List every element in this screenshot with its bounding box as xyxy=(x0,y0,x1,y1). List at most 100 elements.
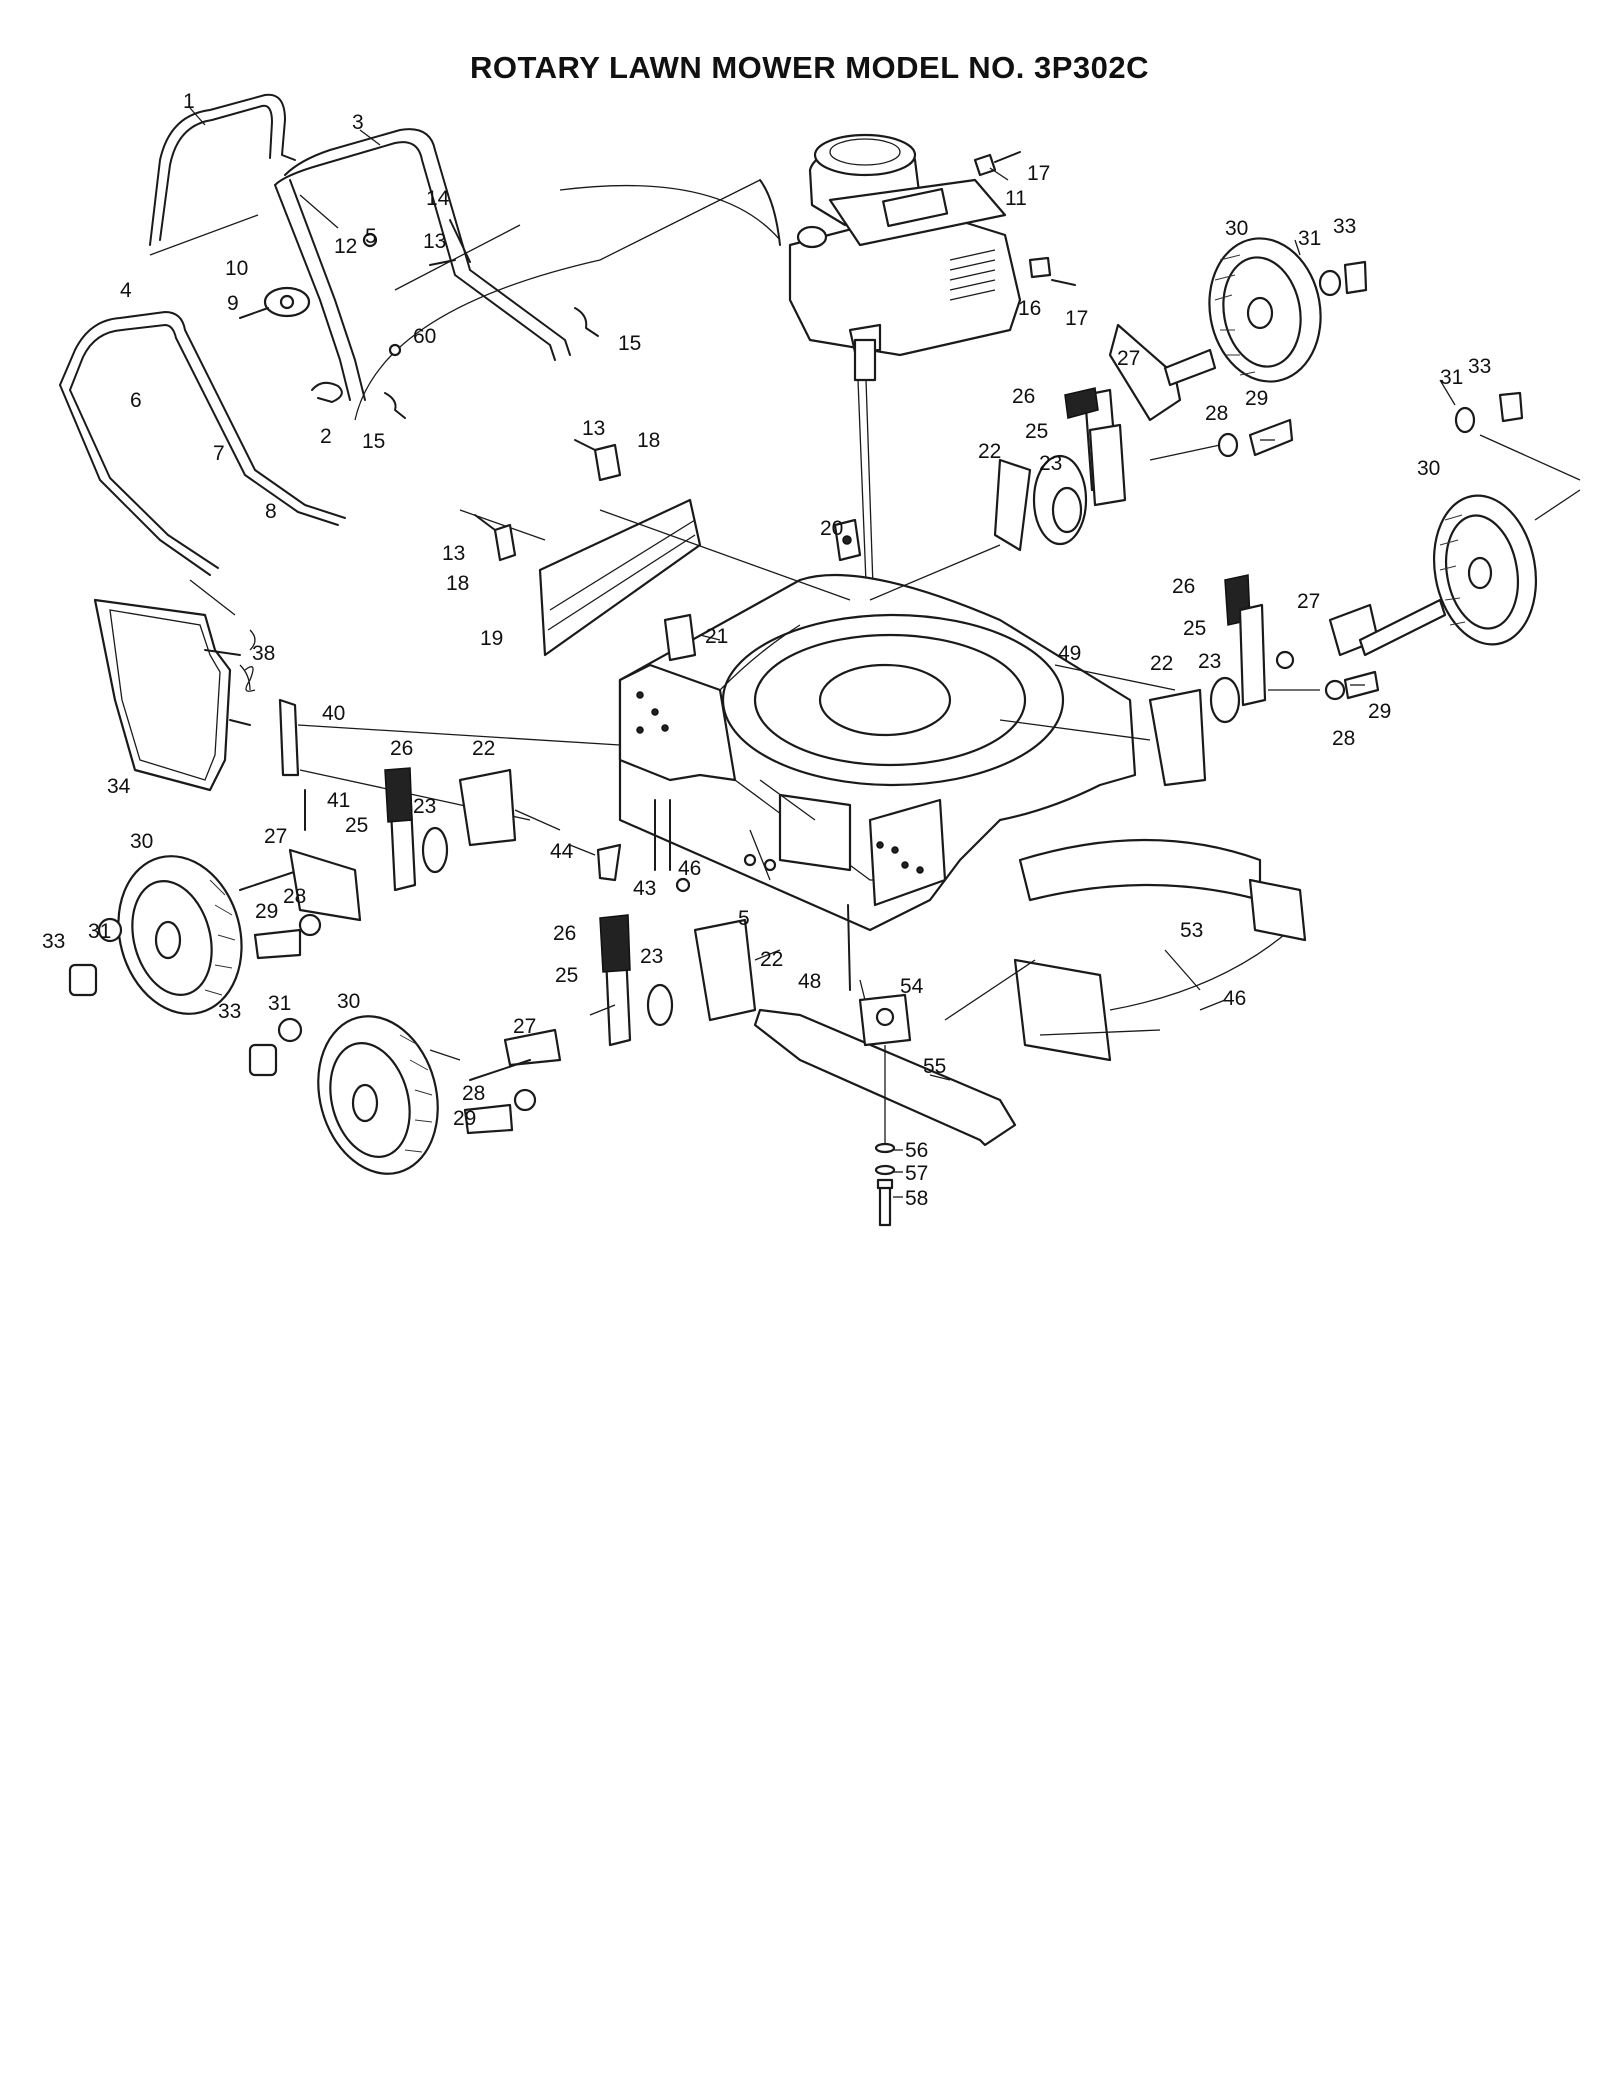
diagram-title: ROTARY LAWN MOWER MODEL NO. 3P302C xyxy=(470,50,1149,85)
callout-56: 56 xyxy=(905,1139,928,1162)
callout-15b: 15 xyxy=(362,430,385,453)
mower-deck xyxy=(618,573,1137,932)
callout-31: 31 xyxy=(1298,227,1321,250)
callout-26: 26 xyxy=(1012,385,1035,408)
handle-knob xyxy=(239,286,311,319)
callout-12: 12 xyxy=(334,235,357,258)
hairpin-clips xyxy=(311,219,599,419)
callout-13c: 13 xyxy=(442,542,465,565)
callout-28d: 28 xyxy=(462,1082,485,1105)
callout-25: 25 xyxy=(1025,420,1048,443)
callout-25d: 25 xyxy=(555,964,578,987)
callout-2: 2 xyxy=(320,425,332,448)
callout-10: 10 xyxy=(225,257,248,280)
callout-22: 22 xyxy=(978,440,1001,463)
callout-22d: 22 xyxy=(760,948,783,971)
wheel-assembly-right-rear xyxy=(869,237,1368,601)
callout-29: 29 xyxy=(1245,387,1268,410)
callout-33d: 33 xyxy=(218,1000,241,1023)
callout-8: 8 xyxy=(265,500,277,523)
callout-33: 33 xyxy=(1333,215,1356,238)
small-fasteners xyxy=(596,799,851,991)
callout-6: 6 xyxy=(130,389,142,412)
callout-1: 1 xyxy=(183,90,195,113)
callout-28b: 28 xyxy=(1332,727,1355,750)
callout-48: 48 xyxy=(798,970,821,993)
callout-30d: 30 xyxy=(337,990,360,1013)
callout-23d: 23 xyxy=(640,945,663,968)
callout-27d: 27 xyxy=(513,1015,536,1038)
callout-54: 54 xyxy=(900,975,924,998)
callout-25b: 25 xyxy=(1183,617,1206,640)
callout-18b: 18 xyxy=(446,572,469,595)
lower-handle xyxy=(59,311,346,616)
callout-55: 55 xyxy=(923,1055,946,1078)
callout-11: 11 xyxy=(1005,187,1027,210)
leader-lines xyxy=(189,107,1456,1081)
mower-blade xyxy=(753,993,1017,1227)
callout-14: 14 xyxy=(426,187,450,210)
callout-40: 40 xyxy=(322,702,345,725)
callout-57: 57 xyxy=(905,1162,928,1185)
callout-17b: 17 xyxy=(1065,307,1088,330)
callout-38: 38 xyxy=(252,642,275,665)
deflector-plate xyxy=(459,498,851,657)
callout-9: 9 xyxy=(227,292,239,315)
callout-26b: 26 xyxy=(1172,575,1195,598)
callout-7: 7 xyxy=(213,442,225,465)
callout-29d: 29 xyxy=(453,1107,476,1130)
callout-13: 13 xyxy=(423,230,446,253)
callout-30b: 30 xyxy=(1417,457,1440,480)
callout-4: 4 xyxy=(120,279,132,302)
callout-17: 17 xyxy=(1027,162,1050,185)
callout-58: 58 xyxy=(905,1187,928,1210)
wheel-assembly-left-rear xyxy=(68,767,561,1015)
callout-29b: 29 xyxy=(1368,700,1391,723)
callout-5b: 5 xyxy=(738,907,750,930)
callout-18: 18 xyxy=(637,429,660,452)
callout-labels: 1 3 17 11 14 10 12 5 13 30 31 33 9 16 17… xyxy=(42,90,1491,1210)
callout-27: 27 xyxy=(1117,347,1140,370)
callout-46: 46 xyxy=(678,857,701,880)
callout-27b: 27 xyxy=(1297,590,1320,613)
callout-19: 19 xyxy=(480,627,503,650)
upper-handle xyxy=(149,93,296,256)
callout-13b: 13 xyxy=(582,417,605,440)
callout-34: 34 xyxy=(107,775,131,798)
callout-30: 30 xyxy=(1225,217,1248,240)
callout-27c: 27 xyxy=(264,825,287,848)
callout-22b: 22 xyxy=(1150,652,1173,675)
callout-49: 49 xyxy=(1058,642,1081,665)
callout-28c: 28 xyxy=(283,885,306,908)
callout-31b: 31 xyxy=(1440,366,1463,389)
engine xyxy=(559,133,1022,357)
callout-33b: 33 xyxy=(1468,355,1491,378)
callout-46b: 46 xyxy=(1223,987,1246,1010)
rear-guard xyxy=(944,838,1307,1062)
callout-16: 16 xyxy=(1018,297,1041,320)
callout-23c: 23 xyxy=(413,795,436,818)
callout-25c: 25 xyxy=(345,814,368,837)
callout-23b: 23 xyxy=(1198,650,1221,673)
callout-21: 21 xyxy=(705,625,728,648)
callout-5: 5 xyxy=(365,225,377,248)
callout-3: 3 xyxy=(352,111,364,134)
callout-22c: 22 xyxy=(472,737,495,760)
wheel-assembly-right-front xyxy=(999,391,1581,787)
callout-60: 60 xyxy=(413,325,436,348)
callout-29c: 29 xyxy=(255,900,278,923)
callout-33c: 33 xyxy=(42,930,65,953)
callout-31c: 31 xyxy=(88,920,111,943)
callout-23: 23 xyxy=(1039,452,1062,475)
callout-26d: 26 xyxy=(553,922,576,945)
callout-31d: 31 xyxy=(268,992,291,1015)
callout-44: 44 xyxy=(550,840,574,863)
callout-20: 20 xyxy=(820,517,843,540)
callout-28: 28 xyxy=(1205,402,1228,425)
hinge-brackets xyxy=(474,439,862,662)
grass-bag-frame xyxy=(93,598,256,792)
callout-26c: 26 xyxy=(390,737,413,760)
wheel-assembly-left-front xyxy=(248,914,781,1175)
handle-bracket xyxy=(274,128,761,421)
